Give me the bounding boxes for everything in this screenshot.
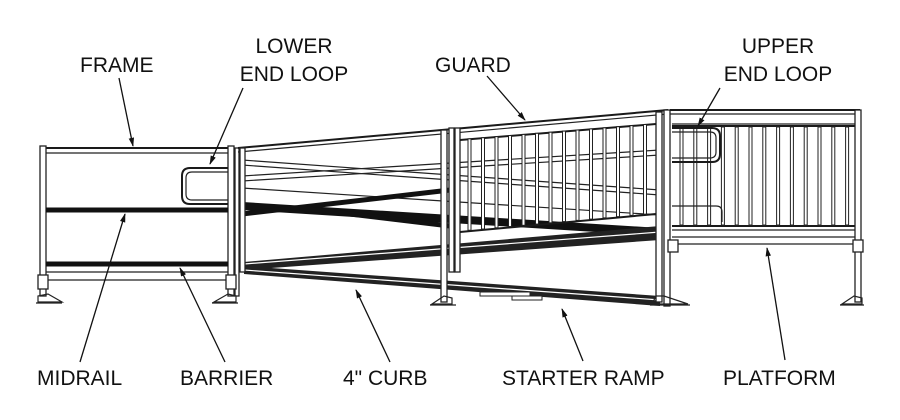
guard-baluster [481,137,485,230]
leader-barrier [179,267,226,363]
leader-lower-end-loop [209,87,244,165]
label-lower-end-loop-line1: LOWER [255,35,332,58]
platform-baluster [707,126,712,226]
guard-baluster [521,133,526,226]
platform-baluster [789,126,794,226]
guard-baluster [562,130,566,223]
platform-balusters [679,126,850,226]
platform-section [667,109,864,306]
leader-starter-ramp [561,308,584,362]
guard-baluster [616,126,620,218]
platform-baluster [693,126,698,226]
platform-baluster [762,126,767,226]
label-starter-ramp: STARTER RAMP [502,367,665,390]
guard-baluster [589,128,593,220]
platform-baluster [831,126,836,226]
platform-baluster [679,126,684,226]
label-upper-end-loop-line1: UPPER [742,35,814,58]
guard-baluster [629,125,634,216]
platform-baluster [817,126,822,226]
label-barrier: BARRIER [180,367,273,390]
leader-midrail [79,213,126,363]
label-lower-end-loop-line2: END LOOP [240,63,349,86]
label-4in-curb: 4" CURB [343,367,427,390]
left-frame [36,145,240,304]
label-midrail: MIDRAIL [37,367,122,390]
leader-guard [486,75,526,121]
guard-baluster [494,136,499,229]
ramp-guard-section [237,109,690,307]
label-frame: FRAME [80,54,154,77]
label-upper-end-loop-line2: END LOOP [724,63,833,86]
leader-frame [118,77,135,147]
guard-baluster [575,129,580,221]
guard-baluster [602,127,607,219]
guard-baluster [508,135,512,228]
platform-baluster [803,126,808,226]
platform-baluster [776,126,781,226]
platform-baluster [734,126,739,226]
guard-baluster [467,138,472,231]
platform-baluster [720,126,725,226]
platform-baluster [748,126,753,226]
label-guard: GUARD [435,54,511,77]
guard-baluster [535,132,539,225]
leader-4in-curb [355,289,391,363]
label-platform: PLATFORM [723,367,836,390]
leader-upper-end-loop [697,87,721,127]
platform-baluster [845,126,850,226]
guard-balusters [467,124,647,231]
guard-baluster [643,124,647,215]
lower-end-loop-rail [181,167,228,205]
upper-end-loop-rail [672,127,721,163]
leader-platform [765,247,786,361]
guard-baluster [548,131,553,224]
